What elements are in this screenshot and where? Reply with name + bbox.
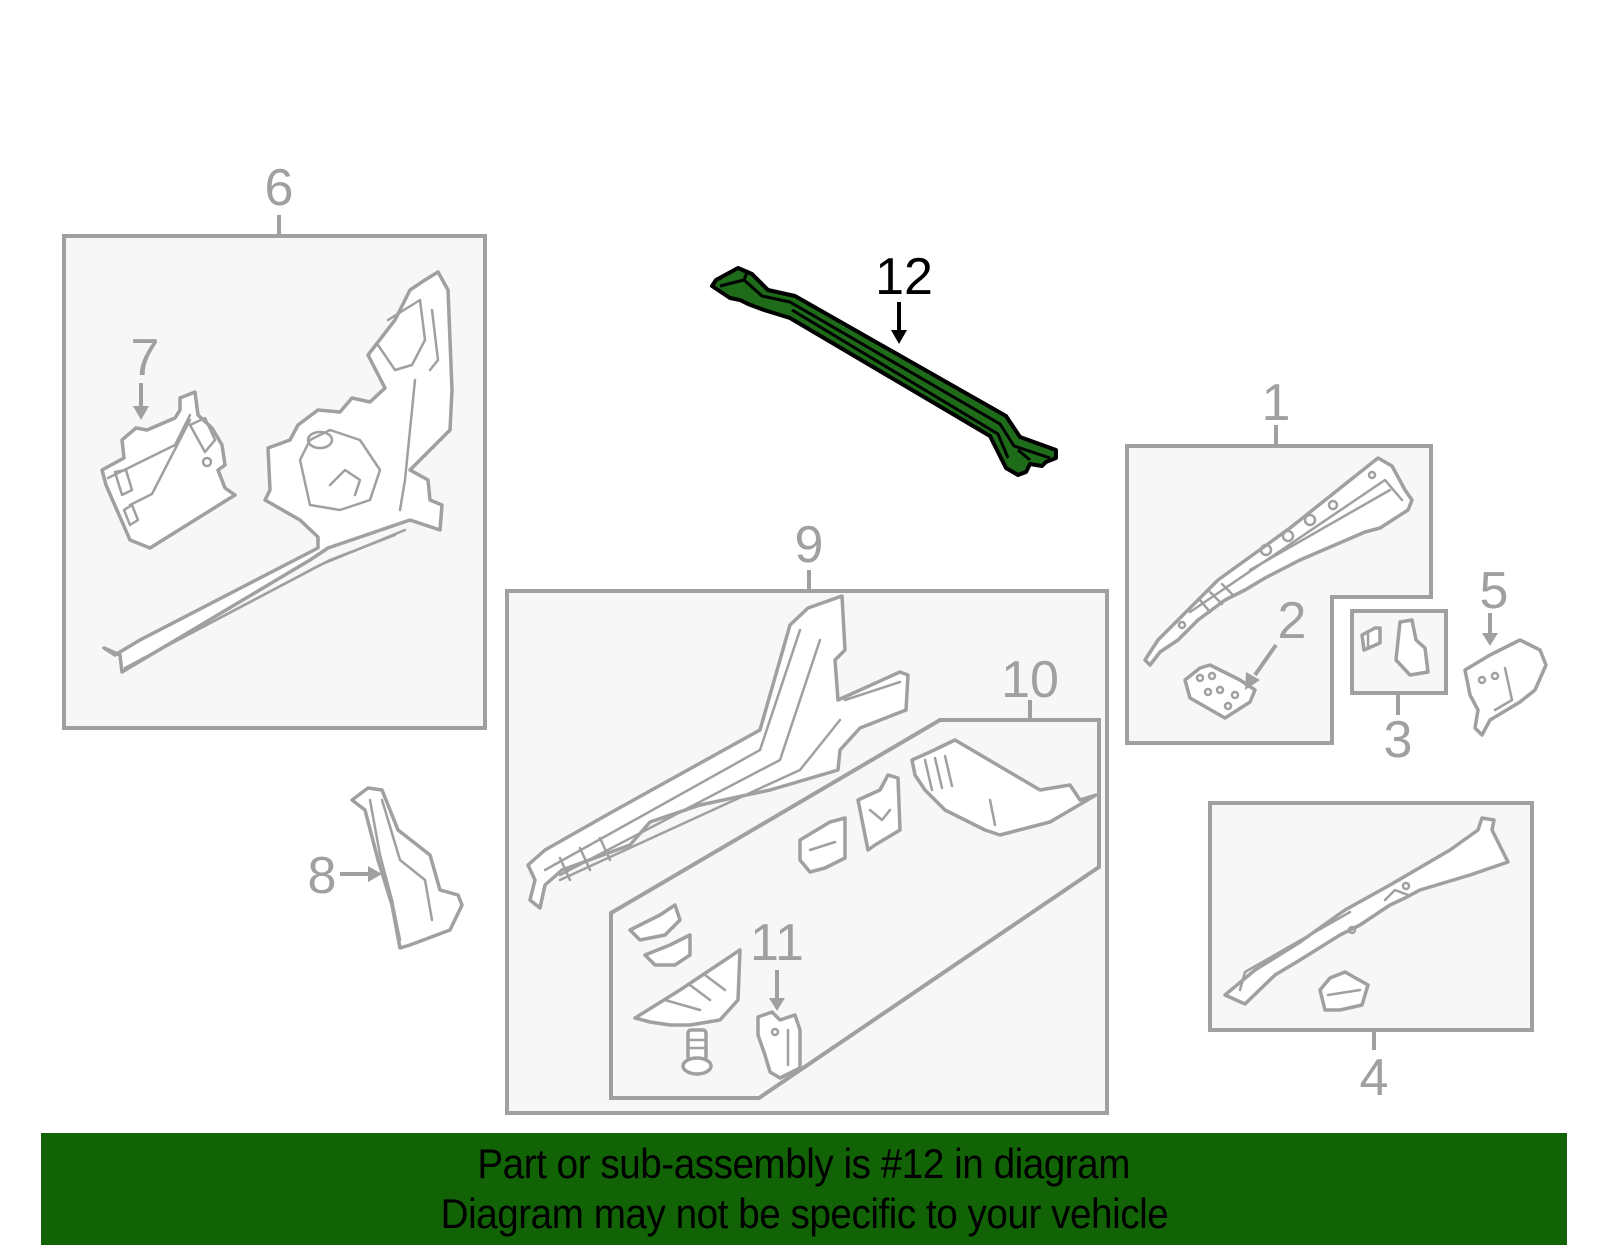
part-10-clip-b[interactable]	[643, 933, 692, 967]
part-10-gusset[interactable]	[633, 948, 742, 1027]
group-3: 3	[1350, 609, 1448, 769]
part-10-clip-a[interactable]	[628, 903, 682, 942]
part-10-bracket-small[interactable]	[798, 816, 847, 874]
notice-banner: Part or sub-assembly is #12 in diagram D…	[41, 1133, 1567, 1245]
group-9: 9 10	[505, 516, 1109, 1115]
callout-12[interactable]: 12	[875, 248, 933, 306]
banner-line-part-number: Part or sub-assembly is #12 in diagram	[477, 1140, 1131, 1187]
group-4: 4	[1208, 801, 1534, 1107]
callout-6[interactable]: 6	[265, 159, 294, 217]
part-12-highlighted[interactable]	[710, 266, 1058, 477]
group-6: 6 7	[62, 159, 487, 730]
callout-4[interactable]: 4	[1360, 1049, 1389, 1107]
part-11[interactable]	[756, 1010, 802, 1080]
callout-9[interactable]: 9	[795, 516, 824, 574]
callout-1[interactable]: 1	[1262, 374, 1291, 432]
part-5[interactable]	[1463, 638, 1548, 737]
callout-5[interactable]: 5	[1480, 562, 1509, 620]
part-10-bracket-large[interactable]	[910, 738, 1098, 837]
part-10-bracket-mid[interactable]	[856, 773, 902, 852]
banner-line-disclaimer: Diagram may not be specific to your vehi…	[440, 1190, 1168, 1237]
part-9-rail[interactable]	[526, 594, 910, 910]
callout-10[interactable]: 10	[1001, 651, 1059, 709]
part-4-rail[interactable]	[1223, 816, 1510, 1006]
part-2-plate[interactable]	[1183, 663, 1257, 720]
group-1: 1 2	[1125, 374, 1433, 745]
part-4-clip[interactable]	[1318, 970, 1370, 1012]
callout-7[interactable]: 7	[131, 329, 160, 387]
callout-3[interactable]: 3	[1384, 711, 1413, 769]
part-8[interactable]	[350, 786, 464, 950]
part-7[interactable]	[100, 390, 237, 550]
part-3-brackets[interactable]	[1360, 618, 1430, 677]
callout-2[interactable]: 2	[1278, 592, 1307, 650]
callout-11[interactable]: 11	[750, 914, 804, 972]
part-10-bolt[interactable]	[681, 1028, 713, 1076]
part-1-rail[interactable]	[1143, 456, 1414, 667]
part-6-apron[interactable]	[102, 270, 454, 674]
callout-8[interactable]: 8	[308, 847, 337, 905]
